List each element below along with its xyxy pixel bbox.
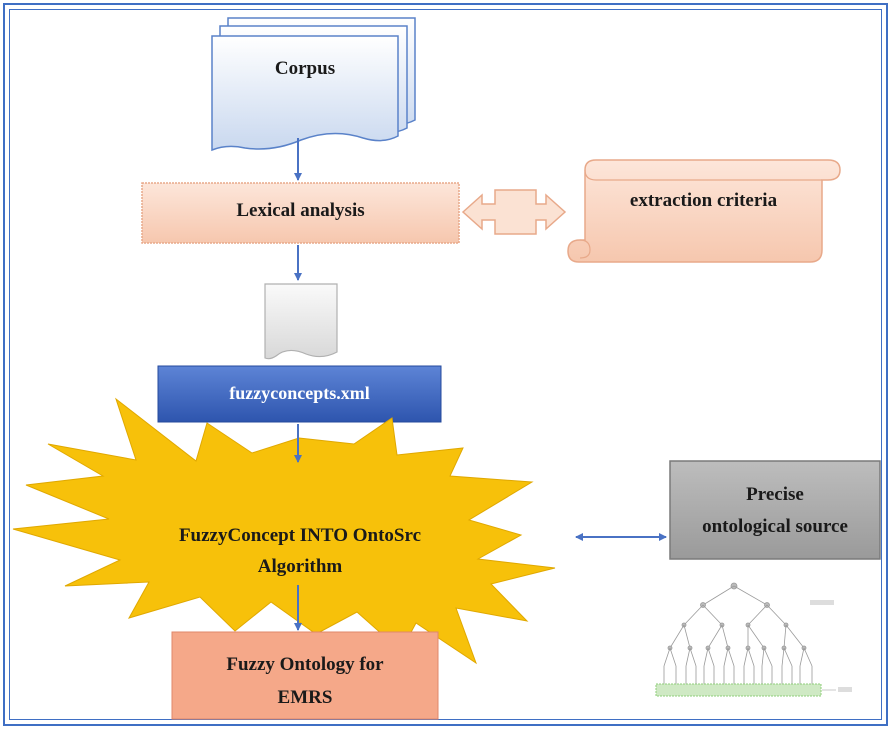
extraction-criteria-scroll <box>567 159 841 263</box>
algorithm-starburst <box>12 397 556 665</box>
outer-frame <box>3 3 888 726</box>
bidirectional-block-arrow <box>461 189 567 235</box>
fuzzyconcepts-xml-label: fuzzyconcepts.xml <box>229 383 370 403</box>
precise-source-box <box>669 460 881 560</box>
inner-frame <box>9 9 882 720</box>
corpus-multidoc-icon <box>211 17 416 152</box>
fuzzy-ontology-label-line2: EMRS <box>277 687 333 708</box>
precise-label-line2: ontological source <box>702 516 848 537</box>
algorithm-label-line1: FuzzyConcept INTO OntoSrc <box>178 525 422 546</box>
lexical-analysis-box <box>141 182 460 244</box>
corpus-label: Corpus <box>274 58 336 79</box>
precise-label-line1: Precise <box>746 484 804 505</box>
document-icon <box>264 283 338 360</box>
fuzzy-ontology-label-line1: Fuzzy Ontology for <box>226 654 384 675</box>
extraction-criteria-label: extraction criteria <box>629 190 778 211</box>
algorithm-label-line2: Algorithm <box>257 556 343 577</box>
ontology-tree-thumbnail <box>655 582 852 697</box>
lexical-analysis-label: Lexical analysis <box>236 200 365 221</box>
fuzzy-ontology-box <box>171 631 439 720</box>
fuzzyconcepts-xml-box <box>157 365 442 423</box>
